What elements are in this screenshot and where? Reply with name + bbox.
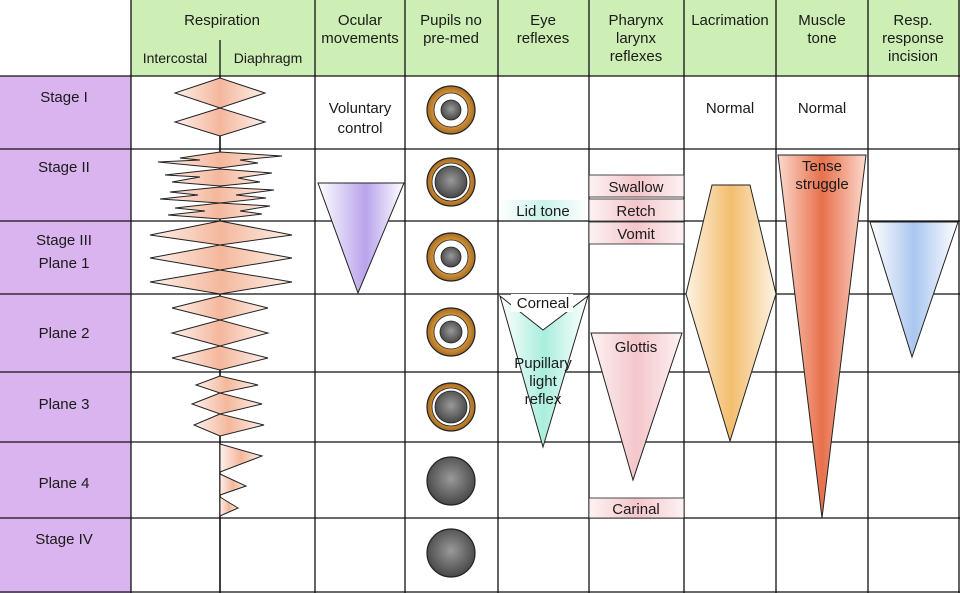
header-lacrimation: Lacrimation	[691, 12, 769, 29]
resp-response-wedge	[869, 221, 959, 359]
pupil-small-icon	[426, 232, 476, 282]
retch-label: Retch	[616, 203, 655, 220]
pupil-column	[426, 85, 476, 578]
pupil-small-icon	[426, 85, 476, 135]
stage-4-label: Stage IV	[35, 531, 93, 548]
corneal-pupillary-wedge	[499, 294, 589, 449]
pupil-medium-icon	[426, 382, 476, 432]
corneal-label-background	[511, 294, 573, 312]
ocular-movement-wedge	[317, 182, 405, 295]
swallow-label: Swallow	[608, 179, 663, 196]
lid-tone-band	[499, 200, 588, 220]
muscle-normal-label: Normal	[798, 100, 846, 117]
header-respiration: Respiration	[184, 12, 260, 29]
retch-band	[588, 198, 685, 222]
header-intercostal: Intercostal	[143, 50, 208, 66]
plane-3-label: Plane 3	[39, 396, 90, 413]
stage-2-label: Stage II	[38, 159, 90, 176]
lacrimation-shape	[685, 184, 777, 443]
header-background	[131, 0, 960, 76]
pupil-medium-icon	[426, 157, 476, 207]
plane-4-label: Plane 4	[39, 475, 90, 492]
respiration-pattern	[149, 77, 293, 517]
swallow-band	[588, 174, 685, 198]
lacrimation-normal-label: Normal	[706, 100, 754, 117]
vomit-label: Vomit	[617, 226, 655, 243]
plane-2-label: Plane 2	[39, 325, 90, 342]
lid-tone-label: Lid tone	[516, 203, 569, 220]
carinal-band	[588, 497, 685, 519]
pupil-small-icon	[426, 307, 476, 357]
glottis-label: Glottis	[615, 339, 658, 356]
stage-1-label: Stage I	[40, 89, 88, 106]
vomit-band	[588, 221, 685, 245]
stage-column-background	[0, 76, 131, 593]
pharynx-reflex-bands	[588, 174, 685, 519]
muscle-tone-wedge	[777, 154, 867, 519]
corneal-label: Corneal	[517, 295, 570, 312]
header-diaphragm: Diaphragm	[234, 50, 302, 66]
glottis-wedge	[590, 332, 683, 482]
pupil-dilated-icon	[426, 456, 476, 506]
pupil-dilated-icon	[426, 528, 476, 578]
carinal-label: Carinal	[612, 501, 660, 518]
